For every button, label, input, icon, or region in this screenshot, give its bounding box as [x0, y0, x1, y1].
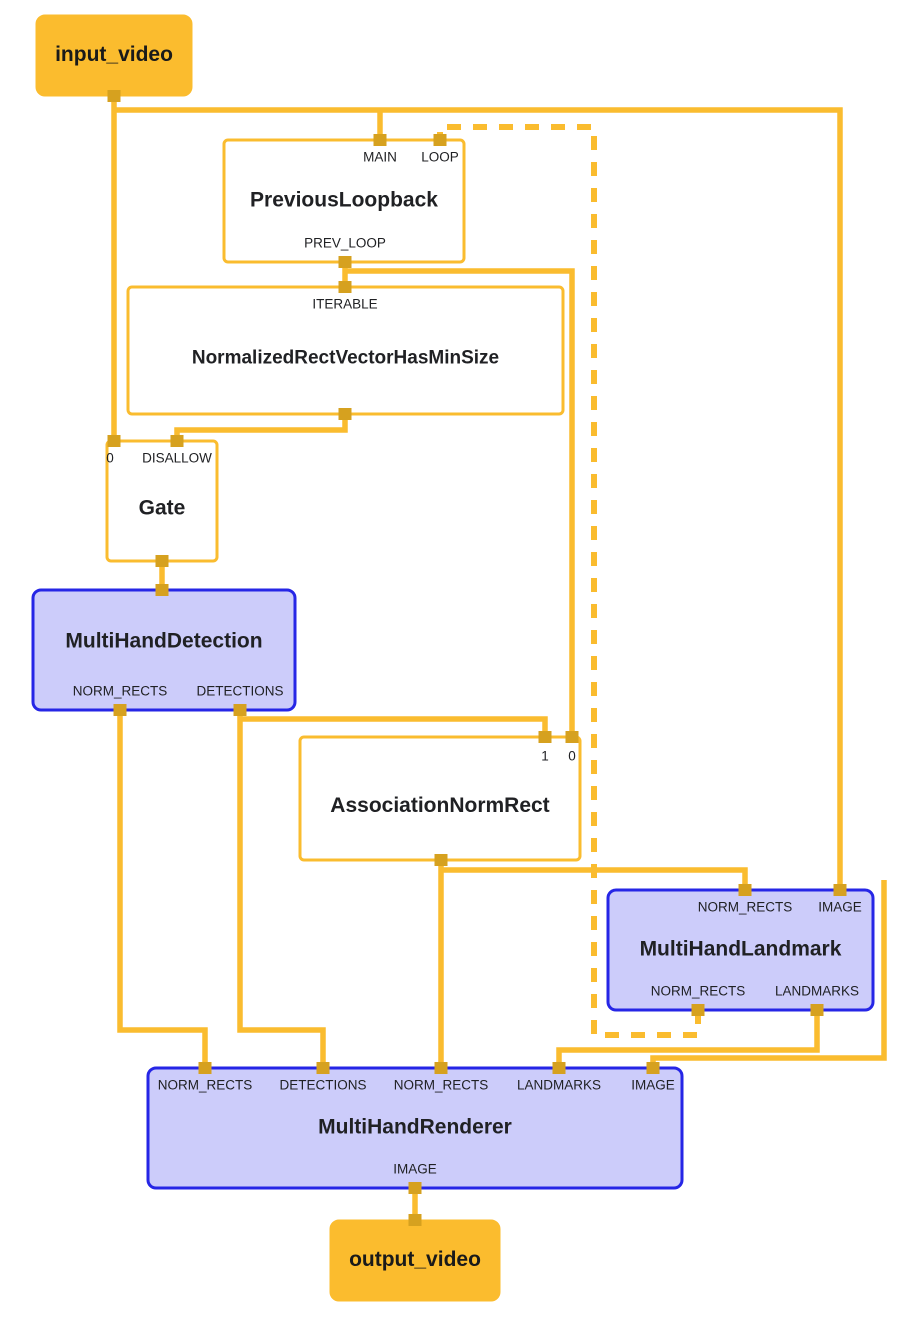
- input-label-multi_hand_renderer-3: LANDMARKS: [517, 1078, 601, 1093]
- input-label-multi_hand_renderer-0: NORM_RECTS: [158, 1078, 253, 1093]
- node-normalized_rect_vector_has_min_size[interactable]: NormalizedRectVectorHasMinSize ITERABLE: [126, 285, 565, 416]
- edge-landmark-normrects-loop: [437, 124, 701, 1038]
- input-port-association_norm_rect-0[interactable]: [538, 731, 552, 743]
- port-layer: [107, 90, 847, 1226]
- input-port-multi_hand_renderer-4[interactable]: [646, 1062, 660, 1074]
- input-port-multi_hand_renderer-3[interactable]: [552, 1062, 566, 1074]
- edge-detections-to-renderer: [237, 710, 326, 1068]
- input-port-multi_hand_detection-0[interactable]: [155, 584, 169, 596]
- input-label-gate-0: 0: [106, 451, 114, 466]
- input-label-previous_loopback-1: LOOP: [421, 150, 459, 165]
- edge-landmarks-to-renderer: [556, 1010, 820, 1068]
- input-port-multi_hand_renderer-1[interactable]: [316, 1062, 330, 1074]
- input-label-previous_loopback-0: MAIN: [363, 150, 397, 165]
- node-multi_hand_renderer[interactable]: MultiHandRenderer NORM_RECTS DETECTIONS NOR…: [146, 1066, 684, 1190]
- node-label-previous_loopback: PreviousLoopback: [250, 189, 438, 212]
- output-port-input_video-0[interactable]: [107, 90, 121, 102]
- node-label-multi_hand_landmark: MultiHandLandmark: [640, 938, 842, 961]
- node-association_norm_rect[interactable]: AssociationNormRect 1 0: [298, 735, 582, 862]
- node-previous_loopback[interactable]: PreviousLoopback MAIN LOOP PREV_LOOP: [222, 138, 466, 264]
- input-label-multi_hand_renderer-2: NORM_RECTS: [394, 1078, 489, 1093]
- output-label-multi_hand_detection-0: NORM_RECTS: [73, 684, 168, 699]
- input-port-multi_hand_landmark-0[interactable]: [738, 884, 752, 896]
- input-label-association_norm_rect-0: 1: [541, 749, 549, 764]
- output-port-multi_hand_landmark-0[interactable]: [691, 1004, 705, 1016]
- output-port-gate-0[interactable]: [155, 555, 169, 567]
- input-port-gate-0[interactable]: [107, 435, 121, 447]
- input-port-output_video-0[interactable]: [408, 1214, 422, 1226]
- edge-input-to-bus-right: [114, 107, 843, 890]
- output-port-previous_loopback-0[interactable]: [338, 256, 352, 268]
- node-output_video[interactable]: output_video: [329, 1219, 501, 1302]
- edge-association-to-landmark-normrects: [441, 867, 748, 890]
- edge-layer: [111, 101, 887, 1220]
- node-label-association_norm_rect: AssociationNormRect: [330, 794, 549, 817]
- edge-normrects-to-renderer: [117, 710, 208, 1068]
- input-label-multi_hand_renderer-1: DETECTIONS: [279, 1078, 366, 1093]
- edge-prevloop-to-association-0: [345, 268, 575, 737]
- node-label-output_video: output_video: [349, 1248, 481, 1271]
- output-port-multi_hand_detection-1[interactable]: [233, 704, 247, 716]
- output-port-association_norm_rect-0[interactable]: [434, 854, 448, 866]
- node-label-normalized_rect_vector_has_min_size: NormalizedRectVectorHasMinSize: [192, 348, 499, 369]
- node-label-gate: Gate: [139, 497, 186, 520]
- input-port-association_norm_rect-1[interactable]: [565, 731, 579, 743]
- node-label-input_video: input_video: [55, 43, 173, 66]
- output-label-multi_hand_detection-1: DETECTIONS: [196, 684, 283, 699]
- input-label-association_norm_rect-1: 0: [568, 749, 576, 764]
- input-port-multi_hand_renderer-2[interactable]: [434, 1062, 448, 1074]
- output-port-multi_hand_detection-0[interactable]: [113, 704, 127, 716]
- input-port-multi_hand_renderer-0[interactable]: [198, 1062, 212, 1074]
- edge-detections-to-association-1: [240, 716, 548, 737]
- node-input_video[interactable]: input_video: [35, 14, 193, 97]
- input-label-gate-1: DISALLOW: [142, 451, 212, 466]
- node-label-multi_hand_renderer: MultiHandRenderer: [318, 1116, 512, 1139]
- input-label-multi_hand_landmark-1: IMAGE: [818, 900, 862, 915]
- edge-hasminsize-to-gate-disallow: [174, 414, 348, 441]
- output-label-multi_hand_landmark-0: NORM_RECTS: [651, 984, 746, 999]
- input-port-previous_loopback-0[interactable]: [373, 134, 387, 146]
- input-port-gate-1[interactable]: [170, 435, 184, 447]
- input-port-multi_hand_landmark-1[interactable]: [833, 884, 847, 896]
- node-label-multi_hand_detection: MultiHandDetection: [65, 630, 262, 653]
- output-label-multi_hand_renderer-0: IMAGE: [393, 1162, 437, 1177]
- output-label-multi_hand_landmark-1: LANDMARKS: [775, 984, 859, 999]
- input-port-normalized_rect_vector_has_min_size-0[interactable]: [338, 281, 352, 293]
- output-port-normalized_rect_vector_has_min_size-0[interactable]: [338, 408, 352, 420]
- output-label-previous_loopback-0: PREV_LOOP: [304, 236, 386, 251]
- node-gate[interactable]: Gate 0 DISALLOW: [105, 439, 219, 563]
- output-port-multi_hand_landmark-1[interactable]: [810, 1004, 824, 1016]
- input-label-multi_hand_landmark-0: NORM_RECTS: [698, 900, 793, 915]
- output-port-multi_hand_renderer-0[interactable]: [408, 1182, 422, 1194]
- input-label-multi_hand_renderer-4: IMAGE: [631, 1078, 675, 1093]
- input-label-normalized_rect_vector_has_min_size-0: ITERABLE: [312, 297, 377, 312]
- input-port-previous_loopback-1[interactable]: [433, 134, 447, 146]
